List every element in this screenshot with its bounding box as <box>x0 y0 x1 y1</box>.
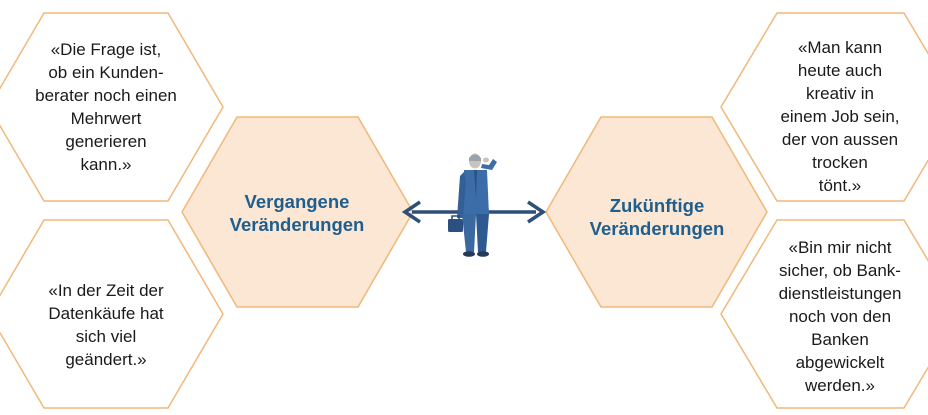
hex-center-left <box>181 116 414 308</box>
label-future-changes: Zukünftige Veränderungen <box>589 195 725 239</box>
businessman-looking-ahead-icon <box>448 153 497 257</box>
hex-quote-bottom-left <box>0 219 224 409</box>
hex-quote-top-right <box>720 12 928 202</box>
label-past-changes: Vergangene Veränderungen <box>229 191 365 235</box>
quote-top-right: «Man kann heute auch kreativ in einem Jo… <box>780 38 900 195</box>
quote-bottom-left: «In der Zeit der Datenkäufe hat sich vie… <box>48 281 164 369</box>
quote-bottom-right: «Bin mir nicht sicher, ob Bank- dienstle… <box>778 238 902 395</box>
quote-top-left: «Die Frage ist, ob ein Kunden- berater n… <box>35 40 177 174</box>
hex-quote-top-left <box>0 12 224 202</box>
hex-quote-bottom-right <box>720 219 928 409</box>
